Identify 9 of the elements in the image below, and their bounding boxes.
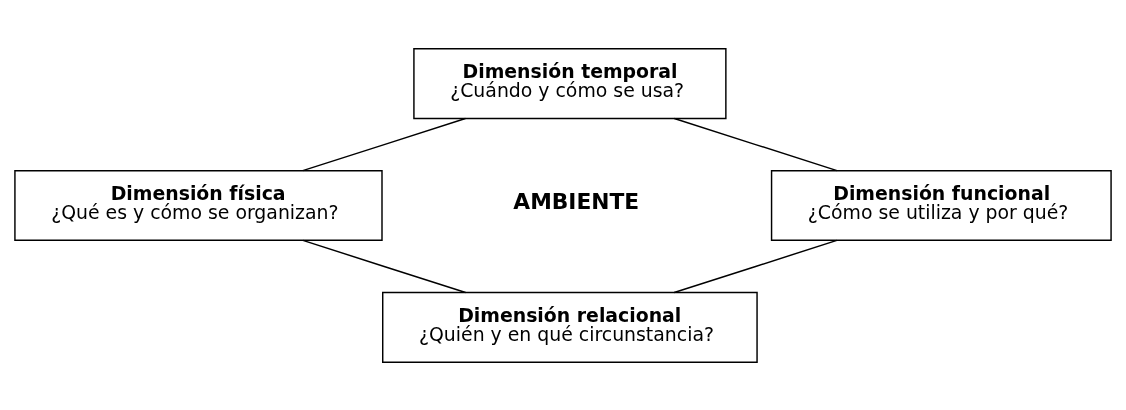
connector bbox=[673, 239, 838, 293]
connector bbox=[673, 117, 838, 171]
connector bbox=[302, 117, 467, 171]
node-box: Dimensión temporal ¿Cuándo y cómo se usa? bbox=[413, 47, 727, 119]
node-box: Dimensión física ¿Qué es y cómo se organizan? bbox=[14, 169, 383, 241]
node-box: Dimensión funcional ¿Cómo se utiliza y por qué? bbox=[770, 169, 1112, 241]
label: AMBIENTE bbox=[513, 188, 640, 214]
connector bbox=[302, 239, 467, 293]
node-box: Dimensión relacional ¿Quién y en qué circunstancia? bbox=[382, 291, 758, 363]
